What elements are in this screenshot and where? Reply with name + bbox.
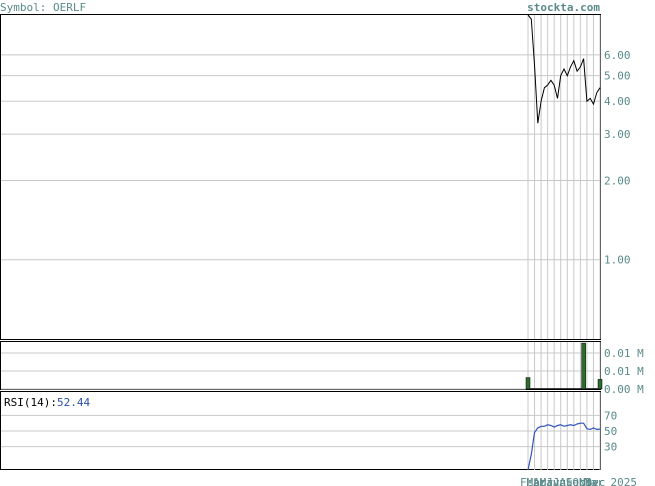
volume-bar [581, 342, 586, 390]
rsi-current-value: 52.44 [57, 396, 90, 409]
x-tick-label: Nov [579, 476, 599, 486]
volume-panel-frame [0, 341, 601, 390]
price-tick-label: 6.00 [604, 49, 631, 62]
x-tick-label: May [540, 476, 560, 486]
volume-bars [525, 342, 603, 390]
x-tick-label: Sep [566, 476, 586, 486]
x-tick-label: Jul [553, 476, 573, 486]
rsi-label: RSI(14): [4, 396, 57, 409]
price-panel-frame [0, 14, 601, 340]
watermark: stockta.com [527, 1, 600, 14]
rsi-line [527, 422, 601, 471]
symbol-label: Symbol: OERLF [0, 1, 86, 14]
volume-bar [525, 377, 531, 390]
rsi-line-layer [527, 422, 601, 471]
volume-tick-label: 0.01 M [604, 347, 644, 360]
volume-bar [597, 379, 603, 390]
rsi-tick-label: 70 [604, 409, 617, 422]
volume-tick-label: 0.00 M [604, 383, 644, 396]
y-axis-labels: 6.00 5.00 4.00 3.00 2.00 1.00 0.01 M 0.01 M 0.00… [604, 49, 644, 454]
price-line [527, 14, 601, 124]
price-line-layer [527, 14, 601, 124]
x-tick-label: Oct [572, 476, 592, 486]
rsi-tick-label: 30 [604, 441, 617, 454]
volume-tick-label: 0.01 M [604, 365, 644, 378]
x-tick-label: Dec [585, 476, 605, 486]
x-tick-label: Apr [533, 476, 553, 486]
rsi-tick-label: 50 [604, 425, 617, 438]
x-tick-label: Mar 2025 [584, 476, 637, 486]
x-tick-label: Aug [559, 476, 579, 486]
x-tick-label: Jun [546, 476, 566, 486]
price-tick-label: 2.00 [604, 174, 631, 187]
x-tick-label: Feb [520, 476, 540, 486]
price-tick-label: 4.00 [604, 95, 631, 108]
price-tick-label: 1.00 [604, 254, 631, 267]
rsi-legend: RSI(14):52.44 [4, 396, 90, 409]
x-tick-label: Mar [527, 476, 547, 486]
price-tick-label: 5.00 [604, 70, 631, 83]
rsi-gridlines [1, 414, 600, 448]
vertical-gridlines [527, 15, 601, 470]
price-gridlines [1, 54, 600, 261]
volume-gridlines [1, 352, 600, 390]
price-tick-label: 3.00 [604, 128, 631, 141]
